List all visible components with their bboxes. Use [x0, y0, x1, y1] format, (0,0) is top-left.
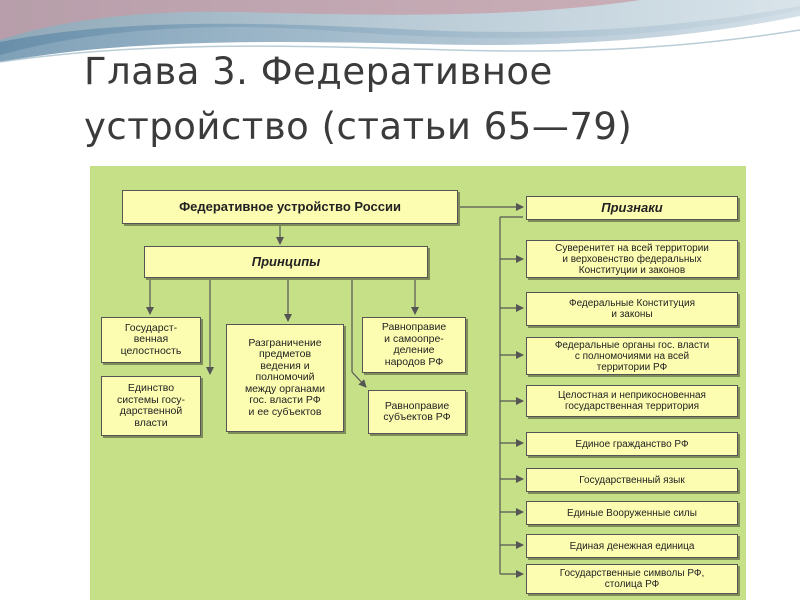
slide-title: Глава 3. Федеративное устройство (статьи… [84, 44, 774, 154]
sign-citizenship: Единое гражданство РФ [526, 432, 738, 456]
sign-federal-bodies: Федеральные органы гос. власти с полномо… [526, 337, 738, 375]
signs-header: Признаки [526, 196, 738, 220]
slide-title-line-1: Глава 3. Федеративное [84, 50, 553, 93]
header-banner [0, 0, 800, 63]
sign-territory: Целостная и неприкосновенная государстве… [526, 385, 738, 417]
sign-state-symbols: Государственные символы РФ, столица РФ [526, 564, 738, 594]
sign-sovereignty: Суверенитет на всей территории и верхове… [526, 240, 738, 278]
principle-delimitation: Разграничение предметов ведения и полном… [226, 324, 344, 432]
principle-self-determination: Равноправие и самоопре- деление народов … [362, 317, 466, 373]
sign-state-language: Государственный язык [526, 468, 738, 492]
principle-equal-subjects: Равноправие субъектов РФ [368, 390, 466, 434]
sign-currency: Единая денежная единица [526, 534, 738, 558]
principle-unity-of-power: Единство системы госу- дарственной власт… [101, 376, 201, 436]
principles-header: Принципы [144, 246, 428, 278]
sign-federal-constitution: Федеральные Конституция и законы [526, 292, 738, 326]
connector-lines [146, 203, 524, 578]
federal-structure-diagram: Федеративное устройство России Принципы … [90, 166, 746, 600]
principle-state-integrity: Государст- венная целостность [101, 317, 201, 363]
slide-title-line-2: устройство (статьи 65—79) [84, 105, 633, 148]
main-box: Федеративное устройство России [122, 190, 458, 224]
sign-armed-forces: Единые Вооруженные силы [526, 501, 738, 525]
